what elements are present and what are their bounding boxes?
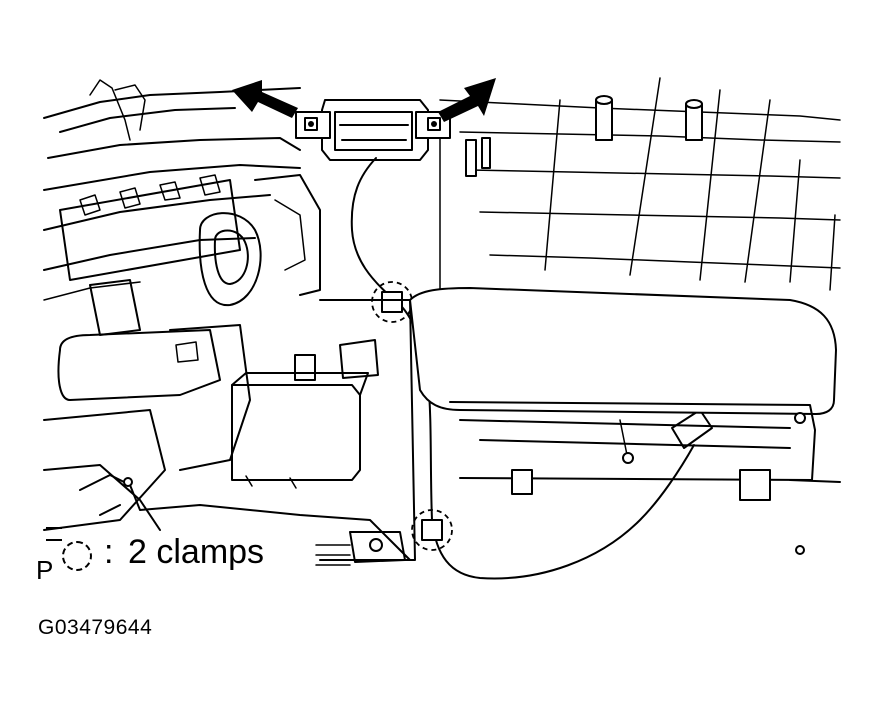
black-pointer-arrow-icon — [232, 80, 298, 118]
left-vent-panel — [60, 175, 240, 280]
wire-harness — [352, 158, 712, 578]
clamp-location-lower — [412, 510, 452, 550]
lower-dashboard-outline — [80, 475, 410, 565]
figure-code: G03479644 — [38, 616, 153, 639]
left-lower-panel — [44, 280, 220, 530]
passenger-airbag-module — [410, 288, 840, 554]
legend-symbol-letter: P — [36, 555, 54, 585]
clamp-location-upper — [372, 282, 412, 322]
dashed-circle-clamp-icon — [62, 541, 92, 571]
legend-colon: : — [104, 533, 114, 571]
black-pointer-arrow-icon — [438, 78, 496, 122]
legend-label: 2 clamps — [128, 533, 265, 571]
upper-fastener-posts — [466, 96, 702, 176]
upper-bracket — [296, 100, 450, 160]
dashboard-right-grid — [440, 78, 840, 300]
clamp-legend: P : 2 clamps — [36, 527, 336, 593]
control-module-box — [232, 373, 368, 488]
steering-column-area — [200, 175, 320, 305]
legend-tick-marks — [46, 527, 62, 541]
center-frame — [170, 300, 415, 560]
